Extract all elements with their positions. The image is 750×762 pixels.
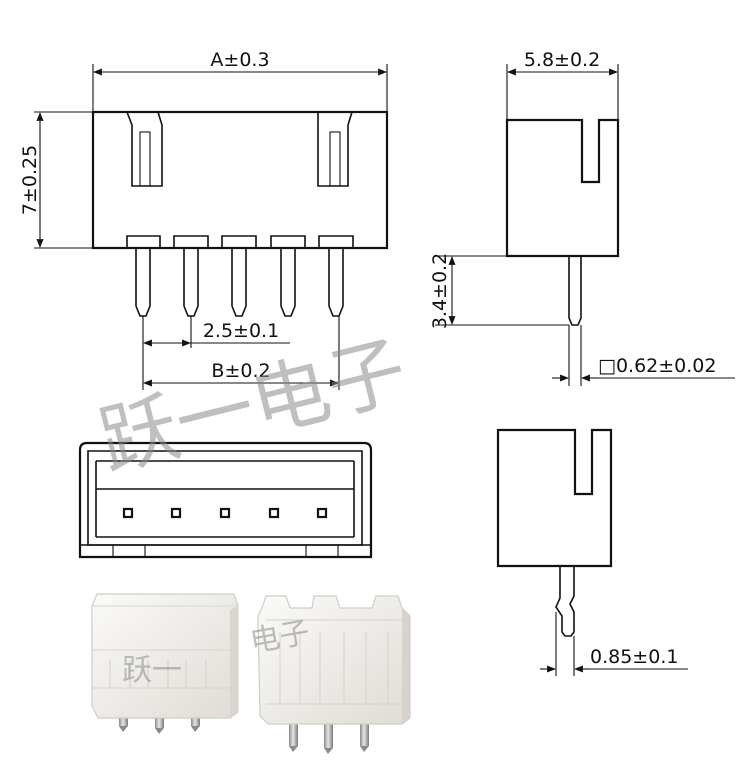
product-photo-left [91, 593, 239, 734]
top-view [78, 441, 373, 559]
side-housing-2 [496, 428, 613, 568]
side-pin-bent [555, 566, 575, 637]
side-view: 5.8±0.2 3.4±0.2 □0.62±0.02 [429, 49, 735, 386]
product-photo-right [257, 595, 411, 754]
dim-pin-square-label: □0.62±0.02 [598, 355, 716, 377]
right-latch [317, 111, 353, 187]
front-view: A±0.3 7±0.25 2.5±0.1 B±0.2 [19, 49, 389, 390]
watermark-large: 跃一电子 [91, 326, 416, 489]
watermark-small-left: 跃一 [122, 653, 182, 688]
dim-depth-label: 5.8±0.2 [524, 49, 600, 71]
front-housing [91, 110, 389, 250]
dim-pin-length-label: 3.4±0.2 [429, 253, 451, 329]
top-pin-squares [122, 507, 328, 519]
side-housing [505, 118, 620, 258]
side-pin [568, 256, 582, 326]
dim-height-label: 7±0.25 [19, 145, 41, 215]
side-view-bent: 0.85±0.1 [496, 428, 688, 676]
left-latch [126, 111, 163, 187]
front-pins [135, 248, 344, 317]
left-latch-slot [139, 131, 151, 187]
dim-pitch-label: 2.5±0.1 [203, 320, 279, 342]
watermark-large-text: 跃一电子 [91, 326, 416, 489]
dim-a-label: A±0.3 [210, 49, 269, 71]
top-housing [78, 441, 373, 559]
right-latch-slot [329, 131, 341, 187]
dim-b-label: B±0.2 [211, 360, 270, 382]
dim-pin-bend-label: 0.85±0.1 [590, 646, 678, 668]
